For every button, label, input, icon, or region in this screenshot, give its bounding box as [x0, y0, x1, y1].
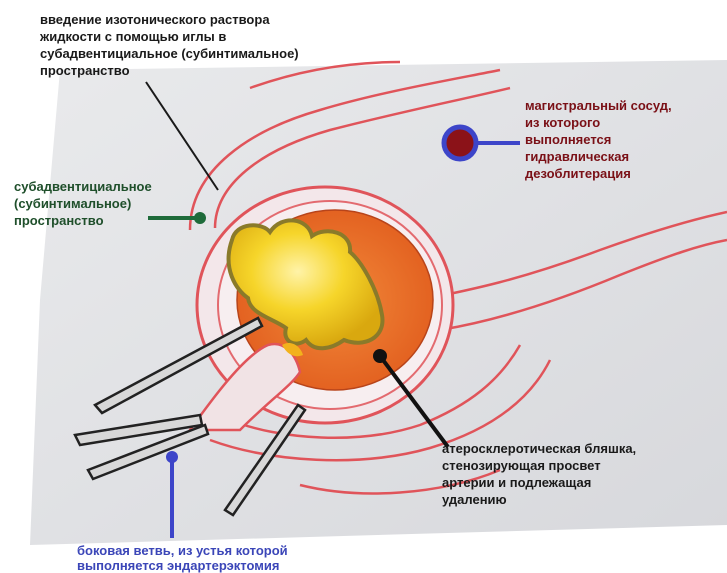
subadventitial-space-label: субадвентициальное (субинтимальное) прос… — [14, 178, 214, 229]
needle-injection-label: введение изотонического раствора жидкост… — [40, 11, 370, 79]
main-vessel-label: магистральный сосуд, из которого выполня… — [525, 97, 725, 182]
plaque-label: атеросклеротическая бляшка, стенозирующа… — [442, 440, 682, 508]
side-branch-label: боковая ветвь, из устья которой выполняе… — [77, 543, 377, 573]
